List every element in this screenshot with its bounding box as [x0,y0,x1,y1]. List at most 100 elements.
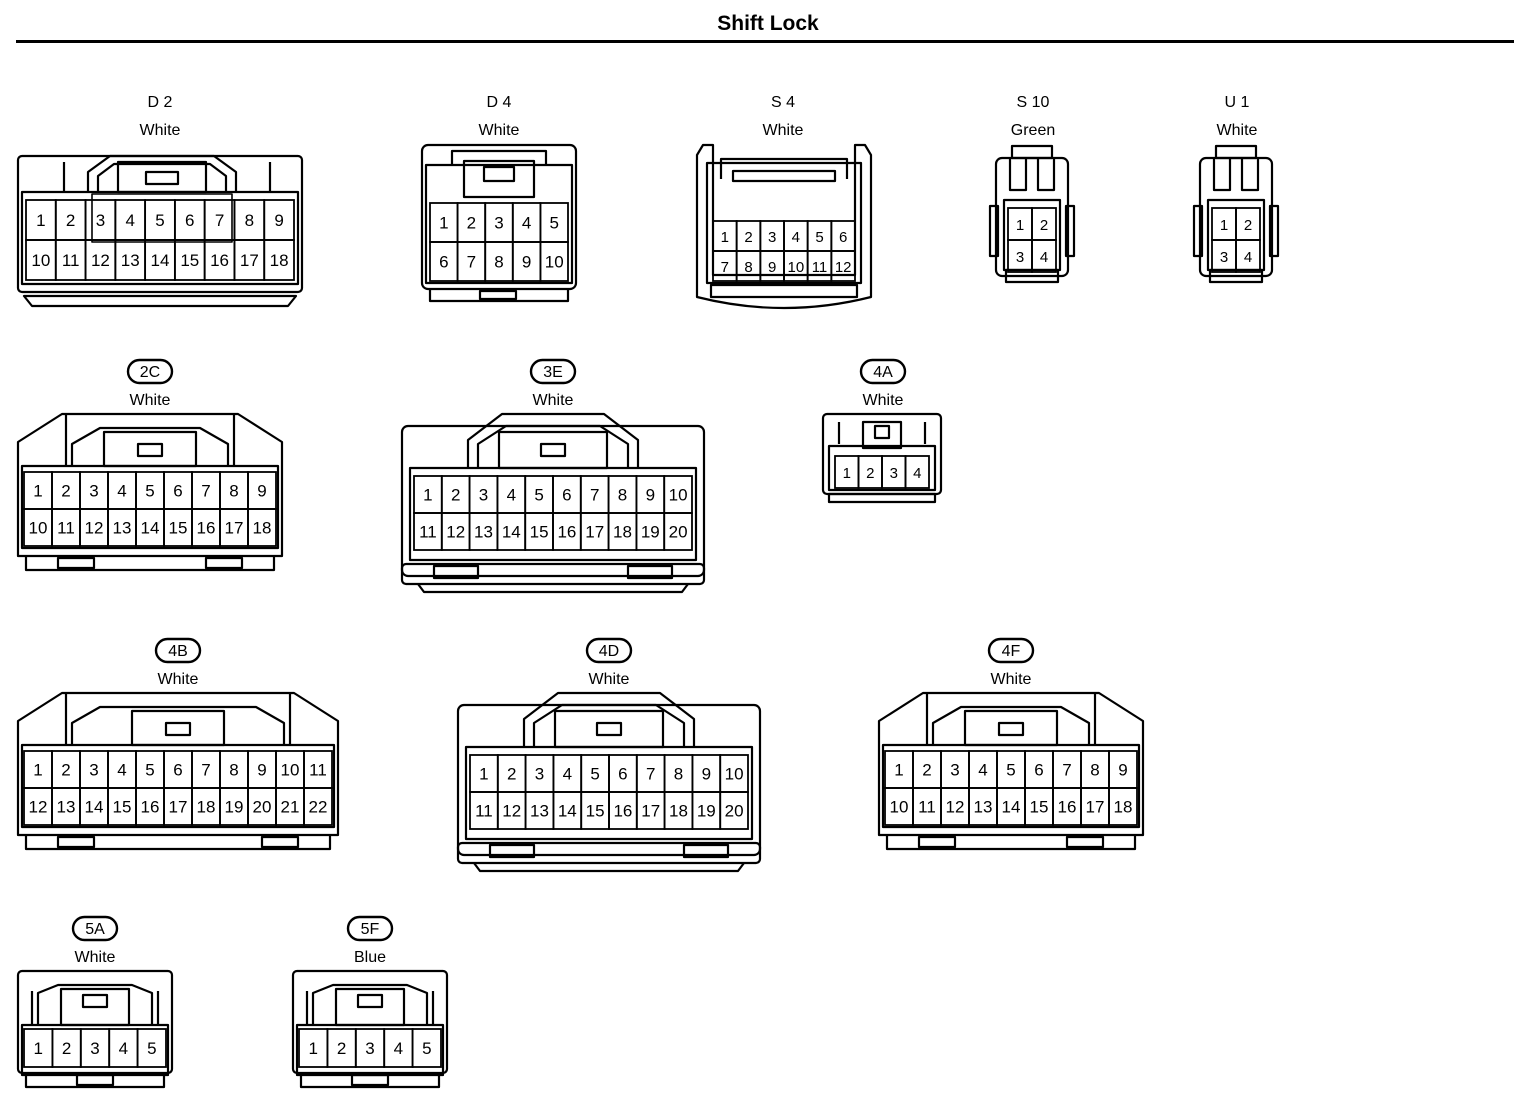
connector-id: D 4 [487,94,512,111]
pin-number: 3 [890,465,898,482]
pin-number: 1 [1220,217,1228,234]
pin-number: 6 [1034,761,1043,780]
connector-color: White [991,671,1032,688]
pin-cell [830,250,856,282]
pin-number: 13 [974,798,993,817]
connector-color: White [763,122,804,139]
pin-number: 8 [744,259,752,276]
pin-cell [719,791,749,830]
connector-id-oval [154,637,202,664]
pin-number: 3 [535,765,544,784]
connector-color: White [75,949,116,966]
pin-number: 14 [1002,798,1021,817]
connector-color: White [533,392,574,409]
pin-number: 17 [641,802,660,821]
pin-number: 10 [669,486,688,505]
connector-body [1192,144,1280,284]
pin-number: 12 [446,523,465,542]
pin-number: 21 [281,798,300,817]
pin-number: 1 [308,1039,317,1058]
pin-number: 7 [215,211,224,230]
pin-number: 5 [534,486,543,505]
pin-number: 7 [590,486,599,505]
pin-number: 4 [978,761,987,780]
pin-number: 4 [117,482,126,501]
pin-number: 3 [90,1039,99,1058]
pin-number: 14 [85,798,104,817]
pin-number: 1 [894,761,903,780]
pin-number: 1 [479,765,488,784]
pin-number: 4 [125,211,134,230]
pin-number: 16 [557,523,576,542]
pin-number: 11 [62,251,80,270]
pin-number: 4 [522,214,531,233]
pin-number: 19 [641,523,660,542]
pin-number: 12 [85,519,104,538]
pin-number: 16 [141,798,160,817]
pin-cell [663,512,693,551]
pin-number: 8 [229,761,238,780]
pin-number: 7 [646,765,655,784]
pin-number: 4 [792,229,800,246]
connector-color: White [479,122,520,139]
pin-number: 20 [253,798,272,817]
pin-number: 15 [169,519,188,538]
pin-number: 12 [91,251,110,270]
pin-number: 15 [530,523,549,542]
connector-color: White [863,392,904,409]
pin-number: 1 [36,211,45,230]
pin-number: 7 [467,253,476,272]
pin-number: 17 [225,519,244,538]
pin-number: 2 [922,761,931,780]
pin-number: 1 [423,486,432,505]
connector-color: White [130,392,171,409]
pin-cell [1108,787,1138,826]
pin-number: 18 [1114,798,1133,817]
pin-number: 12 [502,802,521,821]
connector-id: 3E [543,364,563,381]
pin-number: 7 [721,259,729,276]
pin-number: 9 [257,761,266,780]
connector-body [456,691,762,873]
pin-number: 18 [197,798,216,817]
pin-number: 5 [1006,761,1015,780]
page-title: Shift Lock [717,12,819,35]
connector-id-oval [859,358,907,385]
connector-id: U 1 [1225,94,1250,111]
pin-number: 4 [507,486,516,505]
pin-number: 9 [702,765,711,784]
connector-body [821,412,943,504]
pin-number: 1 [843,465,851,482]
pin-number: 8 [1090,761,1099,780]
pin-number: 1 [721,229,729,246]
pin-number: 7 [1062,761,1071,780]
pin-number: 5 [155,211,164,230]
pin-number: 6 [173,482,182,501]
connector-id: S 4 [771,94,795,111]
pin-number: 2 [1244,217,1252,234]
pin-number: 6 [185,211,194,230]
connector-id-oval [585,637,633,664]
pin-number: 4 [913,465,921,482]
pin-number: 10 [787,259,804,276]
connector-body [16,969,174,1089]
pin-number: 18 [270,251,289,270]
pin-number: 6 [839,229,847,246]
pin-number: 17 [585,523,604,542]
pin-number: 1 [1016,217,1024,234]
connector-color: White [158,671,199,688]
pin-cell [263,239,295,281]
connector-color: White [589,671,630,688]
pin-number: 11 [309,761,327,780]
pin-number: 4 [394,1039,403,1058]
